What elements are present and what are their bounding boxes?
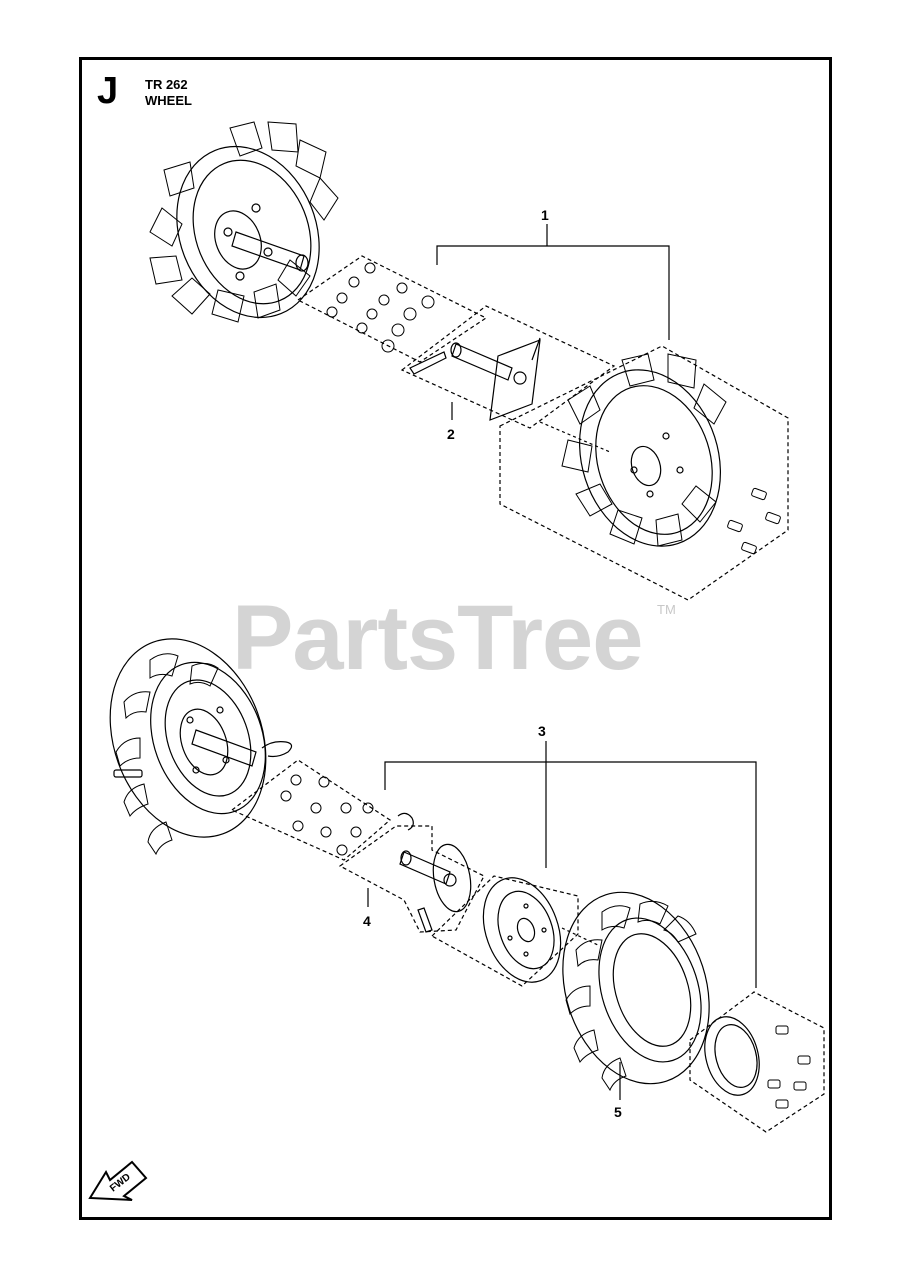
trademark-symbol: TM	[657, 602, 676, 617]
callout-1[interactable]: 1	[541, 207, 549, 223]
model-number: TR 262	[145, 77, 188, 92]
diagram-title: WHEEL	[145, 93, 192, 108]
callout-leaders	[367, 224, 757, 1100]
rim-inner	[431, 875, 579, 987]
callout-3[interactable]: 3	[538, 723, 546, 739]
tire-right	[561, 891, 710, 1092]
nut-washer-set-top	[296, 255, 488, 363]
callout-5[interactable]: 5	[614, 1104, 622, 1120]
nut-washer-set-bottom	[230, 759, 391, 861]
diagram-frame	[79, 57, 832, 1220]
hub-shaft-bottom	[338, 812, 485, 933]
steel-wheel-left	[149, 121, 339, 323]
rim-outer-bolts	[689, 991, 825, 1133]
steel-wheel-right	[499, 345, 789, 601]
tire-left	[109, 638, 293, 856]
fwd-arrow-icon	[88, 1160, 148, 1201]
callout-2[interactable]: 2	[447, 426, 455, 442]
hub-shaft-top	[400, 305, 616, 429]
partstree-watermark: PartsTree	[232, 587, 643, 689]
section-letter: J	[97, 70, 119, 112]
callout-4[interactable]: 4	[363, 913, 371, 929]
